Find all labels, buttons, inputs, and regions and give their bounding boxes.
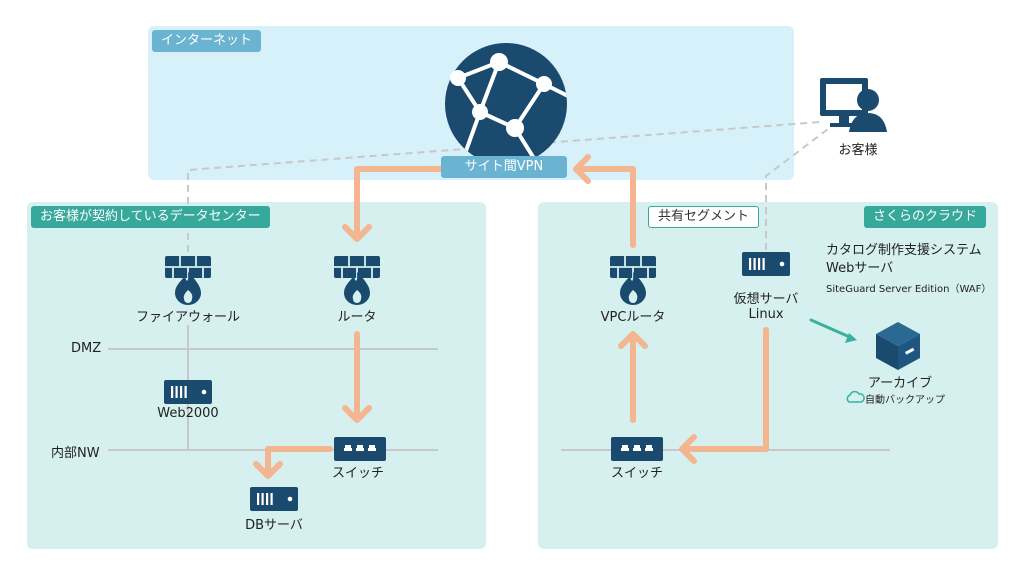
customer-dashed-line-cloud — [765, 125, 833, 250]
archive-label: アーカイブ — [867, 376, 933, 391]
switch-to-vpcrouter-arrow — [618, 331, 648, 423]
vpc-router-icon — [610, 256, 656, 305]
vpn-tag: サイト間VPN — [441, 156, 567, 178]
globe-icon — [445, 43, 567, 165]
dc-switch-label: スイッチ — [331, 466, 385, 481]
web-server-icon — [164, 380, 212, 404]
auto-backup-label: 自動バックアップ — [865, 395, 945, 406]
cloud-backup-icon — [846, 390, 865, 403]
vpn-to-router-arrow — [342, 166, 444, 242]
firewall-icon — [165, 256, 211, 305]
db-server-label: DBサーバ — [245, 518, 303, 533]
internet-zone-label: インターネット — [152, 30, 262, 52]
customer-label: お客様 — [838, 143, 878, 158]
cloud-zone-label: さくらのクラウド — [864, 206, 987, 228]
virtual-server-label-line2: Linux — [748, 307, 784, 322]
vpcrouter-to-vpn-arrow — [573, 154, 636, 248]
datacenter-zone-label: お客様が契約しているデータセンター — [31, 206, 270, 228]
waf-label: SiteGuard Server Edition（WAF） — [826, 284, 992, 295]
dmz-label: DMZ — [71, 341, 102, 356]
system-subtitle: Webサーバ — [826, 261, 894, 276]
internal-network-label: 内部NW — [51, 446, 100, 461]
customer-computer-icon — [820, 78, 887, 132]
virtual-server-icon — [742, 252, 790, 276]
system-title: カタログ制作支援システム — [826, 243, 982, 258]
router-to-switch-arrow — [342, 331, 372, 423]
web-server-label: Web2000 — [157, 406, 219, 421]
router-icon — [334, 256, 380, 305]
vpc-router-label: VPCルータ — [600, 310, 666, 325]
shared-segment-tag: 共有セグメント — [648, 206, 760, 228]
firewall-label: ファイアウォール — [135, 310, 241, 325]
db-server-icon — [250, 487, 298, 511]
router-label: ルータ — [337, 310, 377, 325]
dc-switch-icon — [334, 437, 386, 461]
cloud-switch-icon — [611, 437, 663, 461]
switch-to-db-arrow — [253, 446, 333, 479]
cloud-switch-label: スイッチ — [610, 466, 664, 481]
vserver-to-switch-arrow — [679, 327, 769, 464]
virtual-server-label-line1: 仮想サーバ — [733, 292, 799, 307]
archive-box-icon — [876, 322, 920, 370]
backup-arrow — [809, 318, 857, 343]
